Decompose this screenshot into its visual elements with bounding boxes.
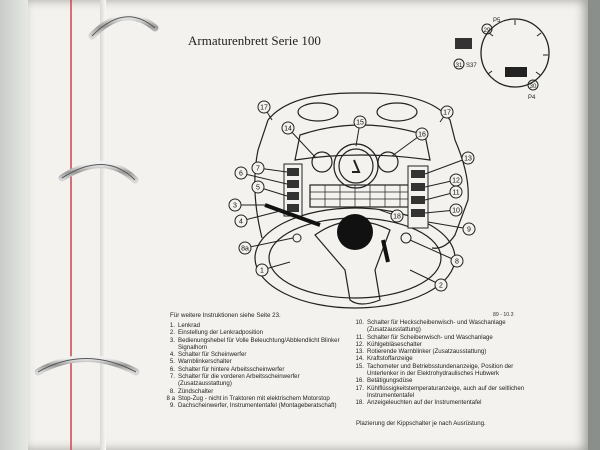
svg-text:11: 11 [452, 190, 459, 197]
svg-text:31: 31 [456, 63, 463, 69]
callout-14: 14 [281, 121, 317, 159]
ignition-switch [400, 232, 412, 244]
svg-text:30: 30 [530, 84, 537, 90]
margin-line [70, 0, 72, 450]
svg-text:4: 4 [239, 219, 243, 226]
svg-text:29: 29 [484, 28, 491, 34]
callout-1: 1 [255, 261, 291, 277]
svg-text:16: 16 [418, 132, 426, 139]
svg-text:3: 3 [233, 203, 237, 210]
inset-label-p5: P5 [493, 18, 501, 24]
tilt-lever [381, 239, 390, 263]
svg-text:1: 1 [260, 268, 264, 275]
svg-text:14: 14 [284, 126, 292, 133]
binder-edge [100, 0, 106, 450]
legend-item: 12.Kühlgebläseschalter [355, 340, 422, 348]
legend-item: 14.Kraftstoffanzeige [355, 355, 413, 363]
svg-text:13: 13 [464, 156, 472, 163]
svg-text:6: 6 [239, 171, 243, 178]
stop-knob [292, 233, 302, 243]
callout-4: 4 [234, 209, 285, 228]
steering-hub [337, 214, 373, 250]
legend-item: 16.Betätigungsdüse [355, 377, 413, 385]
legend-item: 6.Schalter für hintere Arbeitsscheinwerf… [169, 365, 285, 373]
svg-text:8a: 8a [241, 246, 249, 253]
callout-10: 10 [424, 203, 463, 217]
callout-13: 13 [424, 151, 475, 175]
right-switch-panel [407, 165, 429, 229]
callout-16: 16 [391, 127, 429, 157]
legend-item: 11.Schalter für Scheibenwisch- und Wasch… [355, 333, 493, 341]
callout-11: 11 [424, 185, 463, 201]
legend-right: 10.Schalter für Heckscheibenwisch- und W… [354, 319, 544, 407]
background-left [0, 0, 28, 450]
legend-item: 3.Bedienungshebel für Volle Beleuchtung/… [169, 336, 340, 351]
legend-item: 18.Anzeigeleuchten auf der Instrumentent… [355, 399, 482, 407]
legend-item: 10.Schalter für Heckscheibenwisch- und W… [355, 319, 506, 334]
callout-3: 3 [228, 198, 265, 212]
instruction-note: Für weitere Instruktionen siehe Seite 23… [170, 312, 281, 319]
inset-gauge: 29 30 P5 P4 31 S37 [453, 18, 550, 101]
callout-8: 8 [409, 239, 464, 268]
callout-9: 9 [427, 221, 476, 236]
svg-text:2: 2 [439, 283, 443, 290]
legend-item: 8.Zündschalter [169, 387, 214, 395]
legend-item: 1.Lenkrad [169, 322, 201, 329]
callout-17-right: 17 [439, 105, 454, 123]
svg-text:9: 9 [467, 227, 471, 234]
legend-item: 17.Kühlflüssigkeitstemperaturanzeige, au… [355, 384, 525, 399]
legend-left: 1.Lenkrad 2.Einstellung der Lenkradposit… [165, 322, 355, 410]
svg-text:17: 17 [443, 110, 451, 117]
callout-7: 7 [251, 161, 288, 175]
figure-reference: 89 - 10.3 [493, 312, 514, 318]
legend-item: 13.Rotierende Warnblinker (Zusatzausstat… [355, 348, 487, 356]
callout-6: 6 [234, 166, 288, 185]
legend-item: 9.Dachscheinwerfer, Instrumententafel (M… [169, 402, 337, 410]
footer-note: Plazierung der Kippschalter je nach Ausr… [356, 420, 486, 427]
svg-text:18: 18 [393, 214, 401, 221]
callout-2: 2 [409, 269, 448, 292]
callout-5: 5 [251, 180, 288, 197]
svg-text:15: 15 [356, 120, 364, 127]
svg-text:5: 5 [256, 185, 260, 192]
callout-17-left: 17 [257, 100, 273, 121]
inset-label-s37: S37 [466, 63, 477, 69]
callout-18: 18 [379, 209, 404, 223]
svg-text:7: 7 [256, 166, 260, 173]
legend-item: 4.Schalter für Scheinwerfer [169, 351, 247, 359]
svg-text:8: 8 [455, 259, 459, 266]
legend-item: 5.Warnblinkerschalter [169, 358, 232, 366]
callout-15: 15 [353, 115, 367, 147]
svg-text:17: 17 [260, 105, 268, 112]
svg-text:10: 10 [452, 208, 460, 215]
left-switch-panel [283, 163, 303, 217]
light-lever [264, 203, 321, 227]
callout-8a: 8a [238, 237, 294, 255]
callout-12: 12 [424, 173, 463, 188]
inset-label-p4: P4 [528, 95, 536, 101]
legend-item: 15.Tachometer und Betriebsstundenanzeige… [355, 362, 514, 378]
page-title: Armaturenbrett Serie 100 [188, 33, 321, 48]
svg-text:12: 12 [452, 178, 460, 185]
legend-item: 2.Einstellung der Lenkradposition [169, 329, 264, 337]
legend-item: 7.Schalter für die vorderen Arbeitsschei… [169, 373, 300, 388]
